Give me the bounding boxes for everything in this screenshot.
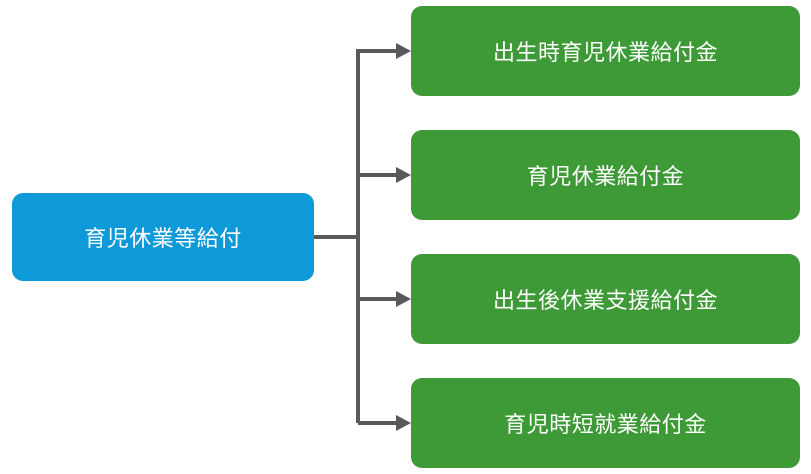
child-node-label: 出生時育児休業給付金 <box>492 41 718 66</box>
child-node-post-birth-leave-support-benefit: 出生後休業支援給付金 <box>411 254 800 344</box>
arrowhead-1 <box>396 167 411 183</box>
child-node-label: 育児時短就業給付金 <box>504 413 707 438</box>
child-node-label: 育児休業給付金 <box>526 165 685 190</box>
child-node-birth-childcare-leave-benefit: 出生時育児休業給付金 <box>411 6 800 96</box>
arrowhead-0 <box>396 43 411 59</box>
child-node-childcare-leave-benefit: 育児休業給付金 <box>411 130 800 220</box>
child-node-label: 出生後休業支援給付金 <box>492 289 718 314</box>
root-node-label: 育児休業等給付 <box>84 227 242 252</box>
arrowhead-2 <box>396 291 411 307</box>
root-node: 育児休業等給付 <box>12 193 314 281</box>
arrowhead-3 <box>396 415 411 431</box>
child-node-childcare-shortened-work-benefit: 育児時短就業給付金 <box>411 378 800 468</box>
